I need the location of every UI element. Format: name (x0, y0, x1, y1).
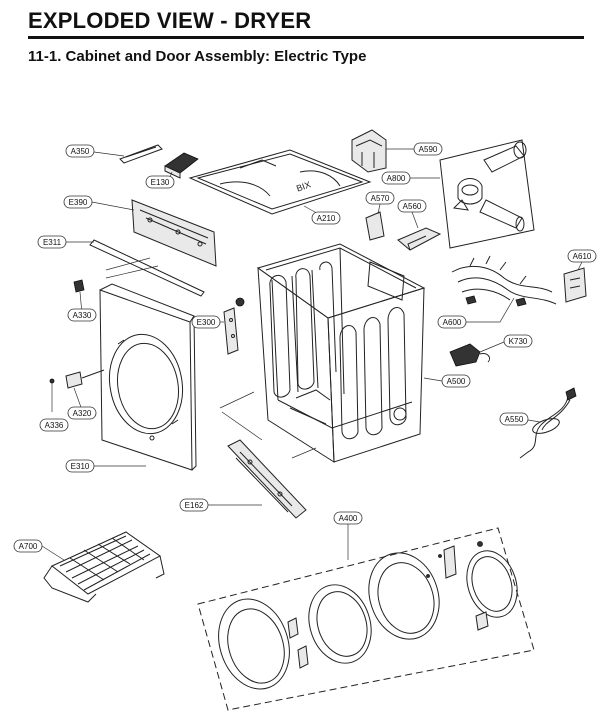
callout-k730: K730 (503, 334, 533, 348)
svg-text:A336: A336 (45, 421, 64, 430)
title-divider (28, 36, 584, 39)
callout-a560: A560 (397, 199, 427, 213)
svg-text:A330: A330 (73, 311, 92, 320)
svg-text:A700: A700 (19, 542, 38, 551)
part-a550-power-cord (519, 387, 577, 459)
part-a210-top-plate: BIX (188, 149, 372, 215)
part-e390-control-panel (131, 199, 217, 267)
part-e300-bracket (223, 307, 239, 355)
callout-a600: A600 (437, 315, 467, 329)
callout-a330: A330 (67, 308, 97, 322)
callout-a500: A500 (441, 374, 471, 388)
section-subtitle: 11-1. Cabinet and Door Assembly: Electri… (28, 48, 367, 65)
part-a800-duct (439, 139, 535, 249)
svg-text:A610: A610 (573, 252, 592, 261)
svg-text:A400: A400 (339, 514, 358, 523)
part-a610-connector (563, 267, 587, 303)
callout-a210: A210 (311, 211, 341, 225)
svg-text:A350: A350 (71, 147, 90, 156)
callout-a350: A350 (65, 144, 95, 158)
part-a330-clip (73, 279, 85, 293)
assembly-guide-lines (105, 257, 317, 459)
part-e311-strip (89, 239, 205, 297)
part-fastener-bolt (235, 297, 245, 307)
svg-text:A500: A500 (447, 377, 466, 386)
part-a590-bracket (351, 129, 387, 173)
part-e310-front-panel (99, 283, 197, 471)
svg-text:A320: A320 (73, 409, 92, 418)
top-plate-marking: BIX (295, 179, 312, 193)
svg-text:A600: A600 (443, 318, 462, 327)
svg-text:E310: E310 (71, 462, 90, 471)
svg-text:A210: A210 (317, 214, 336, 223)
part-a700-drying-rack (43, 531, 165, 603)
svg-text:E311: E311 (43, 238, 62, 247)
svg-text:K730: K730 (509, 337, 528, 346)
page-title: EXPLODED VIEW - DRYER (28, 8, 312, 33)
part-a350-strip (119, 144, 163, 164)
part-e162-bracket (227, 439, 307, 519)
callout-leader-lines (41, 148, 583, 561)
callout-e311: E311 (37, 235, 67, 249)
callout-a800: A800 (381, 171, 411, 185)
callout-a336: A336 (39, 418, 69, 432)
callout-e390: E390 (63, 195, 93, 209)
callout-a700: A700 (13, 539, 43, 553)
callout-e310: E310 (65, 459, 95, 473)
callout-a570: A570 (365, 191, 395, 205)
svg-text:E300: E300 (197, 318, 216, 327)
svg-text:A570: A570 (371, 194, 390, 203)
svg-text:A550: A550 (505, 415, 524, 424)
part-a500-cabinet (256, 243, 426, 463)
part-e130-module (164, 152, 199, 179)
callout-e130: E130 (145, 175, 175, 189)
part-k730-sensor (449, 343, 491, 367)
svg-text:A800: A800 (387, 174, 406, 183)
svg-text:E390: E390 (69, 198, 88, 207)
part-a560-latch (397, 227, 442, 251)
svg-text:E130: E130 (151, 178, 170, 187)
callout-e300: E300 (191, 315, 221, 329)
svg-text:A590: A590 (419, 145, 438, 154)
part-a600-wire-harness (451, 255, 557, 307)
callout-a320: A320 (67, 406, 97, 420)
callout-a550: A550 (499, 412, 529, 426)
callout-a610: A610 (567, 249, 597, 263)
part-a320-switch (65, 369, 105, 389)
callout-a400: A400 (333, 511, 363, 525)
callout-a590: A590 (413, 142, 443, 156)
svg-text:A560: A560 (403, 202, 422, 211)
part-a570-bracket (365, 211, 385, 241)
svg-text:E162: E162 (185, 501, 204, 510)
part-a400-door-assembly (197, 527, 535, 711)
part-a336-screw (49, 378, 55, 412)
callout-e162: E162 (179, 498, 209, 512)
